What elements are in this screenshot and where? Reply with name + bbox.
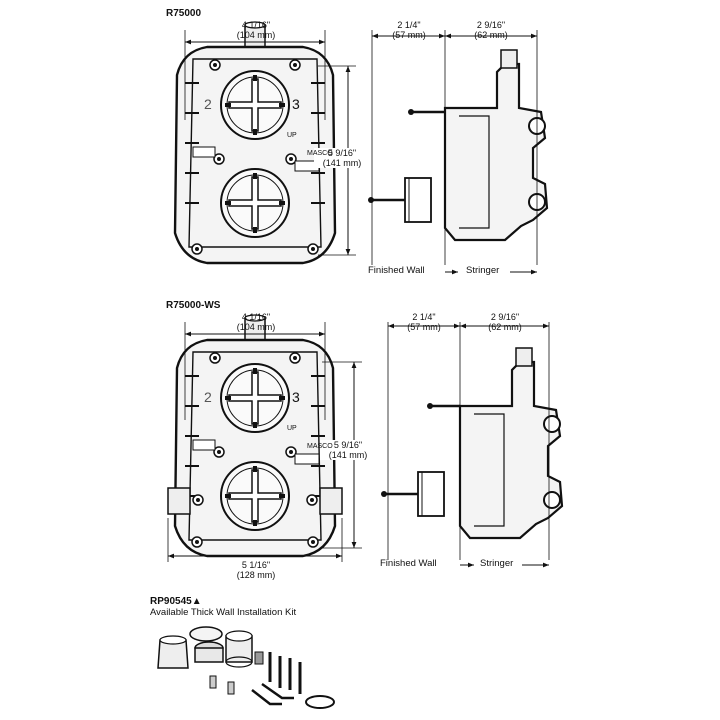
stringer-depth-dim-1: 2 9/16" (62 mm) [462, 20, 520, 40]
front-height-mm-1: (141 mm) [322, 158, 362, 168]
front-width-mm-2: (104 mm) [236, 322, 276, 332]
port-2-marking-2: 2 [204, 389, 212, 405]
front-height-dim-2: 5 9/16" (141 mm) [320, 440, 376, 460]
kit-description: Available Thick Wall Installation Kit [150, 607, 297, 618]
front-width-dim-1: 4 1/16" (104 mm) [228, 20, 284, 40]
port-3-marking-2: 3 [292, 389, 300, 405]
thick-wall-kit-parts [157, 626, 335, 709]
brand-marking-1: MASCO [307, 150, 333, 157]
wall-depth-in-1: 2 1/4" [397, 20, 421, 30]
finished-wall-label-2: Finished Wall [380, 558, 437, 569]
stringer-depth-mm-1: (62 mm) [474, 30, 508, 40]
front-width-in-2: 4 1/16" [241, 312, 271, 322]
side-view-r75000 [366, 48, 549, 242]
diagram-1-title: R75000 [166, 8, 202, 19]
front-height-mm-2: (141 mm) [328, 450, 368, 460]
wall-depth-mm-1: (57 mm) [392, 30, 426, 40]
brand-marking-2: MASCO [307, 443, 333, 450]
up-marking-2: UP [287, 425, 297, 432]
stringer-depth-in-1: 2 9/16" [476, 20, 506, 30]
stringer-depth-in-2: 2 9/16" [490, 312, 520, 322]
up-marking-1: UP [287, 132, 297, 139]
side-view-r75000-ws [379, 346, 564, 540]
bottom-width-in-2: 5 1/16" [241, 560, 271, 570]
kit-part-number: RP90545▲ [150, 596, 202, 607]
finished-wall-label-1: Finished Wall [368, 265, 425, 276]
bottom-width-dim-2: 5 1/16" (128 mm) [226, 560, 286, 580]
stringer-depth-dim-2: 2 9/16" (62 mm) [476, 312, 534, 332]
stringer-label-1: Stringer [466, 265, 500, 276]
front-width-dim-2: 4 1/16" (104 mm) [228, 312, 284, 332]
wall-depth-dim-1: 2 1/4" (57 mm) [380, 20, 438, 40]
front-view-r75000 [175, 22, 335, 263]
front-height-in-2: 5 9/16" [333, 440, 363, 450]
front-view-r75000-ws [167, 315, 343, 556]
front-width-mm-1: (104 mm) [236, 30, 276, 40]
wall-depth-dim-2: 2 1/4" (57 mm) [395, 312, 453, 332]
bottom-width-mm-2: (128 mm) [236, 570, 276, 580]
wall-depth-in-2: 2 1/4" [412, 312, 436, 322]
port-3-marking-1: 3 [292, 96, 300, 112]
stringer-label-2: Stringer [480, 558, 514, 569]
wall-depth-mm-2: (57 mm) [407, 322, 441, 332]
stringer-depth-mm-2: (62 mm) [488, 322, 522, 332]
front-width-in-1: 4 1/16" [241, 20, 271, 30]
diagram-2-title: R75000-WS [166, 300, 221, 311]
front-height-in-1: 5 9/16" [327, 148, 357, 158]
front-height-dim-1: 5 9/16" (141 mm) [314, 148, 370, 168]
port-2-marking-1: 2 [204, 96, 212, 112]
